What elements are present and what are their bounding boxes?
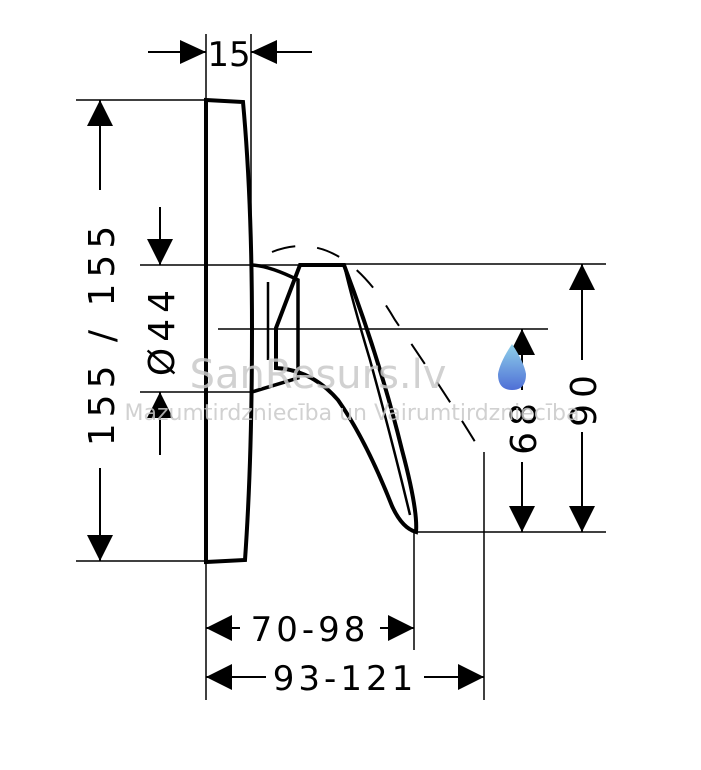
watermark-brand: SanResurs.lv bbox=[190, 352, 447, 398]
dim-7098-arrow-right bbox=[388, 615, 414, 641]
dim-15-label: 15 bbox=[207, 35, 250, 75]
dim-7098-label: 70-98 bbox=[251, 610, 370, 650]
lever-swing-arc bbox=[271, 245, 481, 451]
dim-155-label: 155 / 155 bbox=[82, 220, 123, 446]
dim-44-arrow-top bbox=[147, 239, 173, 265]
mixer-handle bbox=[274, 263, 419, 535]
dim-44-label: Ø44 bbox=[142, 284, 183, 376]
dim-93121-arrow-right bbox=[458, 664, 484, 690]
dim-93121-arrow-left bbox=[206, 664, 232, 690]
dim-155-arrow-bottom bbox=[87, 535, 113, 561]
dim-68-arrow-top bbox=[509, 329, 535, 355]
water-drop-icon bbox=[498, 344, 526, 390]
dim-68-label: 68 bbox=[504, 397, 545, 455]
handle-inner-edge bbox=[342, 264, 412, 516]
wall-plate bbox=[204, 97, 255, 565]
dim-90-arrow-top bbox=[569, 264, 595, 290]
dim-7098-arrow-left bbox=[206, 615, 232, 641]
dim-15-arrow-right bbox=[251, 40, 277, 64]
dim-90-label: 90 bbox=[564, 369, 605, 427]
dim-68-arrow-bottom bbox=[509, 506, 535, 532]
dim-90-arrow-bottom bbox=[569, 506, 595, 532]
watermark-tagline: Mazumtirdzniecība un Vairumtirdzniecība bbox=[125, 401, 580, 426]
dim-15-arrow-left bbox=[180, 40, 206, 64]
dim-155-arrow-top bbox=[87, 100, 113, 126]
dim-93121-label: 93-121 bbox=[273, 659, 417, 699]
dim-44-arrow-bottom bbox=[147, 392, 173, 418]
